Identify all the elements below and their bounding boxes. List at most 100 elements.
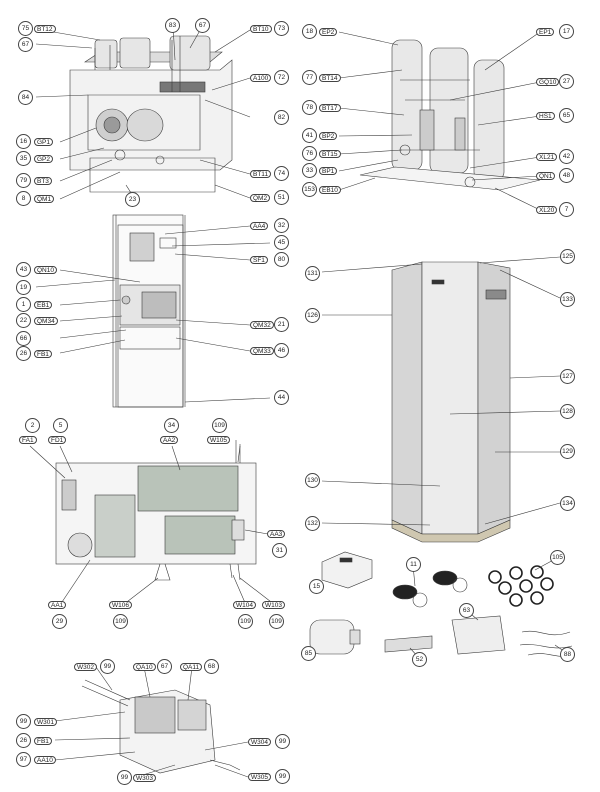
callout-number: 5 — [53, 418, 68, 433]
callout-number: 19 — [16, 280, 31, 295]
callout-number: 1 — [16, 297, 31, 312]
callout-label: QM1 — [34, 195, 55, 203]
callout-number: 126 — [305, 308, 320, 323]
callout-number: 32 — [274, 218, 289, 233]
callout-number: 73 — [274, 21, 289, 36]
callout-number: 109 — [238, 614, 253, 629]
callout-number: 43 — [16, 262, 31, 277]
callout-number: 67 — [195, 18, 210, 33]
callout-number: 88 — [560, 647, 575, 662]
callout-number: 23 — [125, 192, 140, 207]
compressor-module-drawing — [69, 35, 233, 193]
callout-label: EB10 — [319, 186, 341, 194]
callout-number: 99 — [117, 770, 132, 785]
callout-number: 131 — [305, 266, 320, 281]
callout-label: GP1 — [34, 138, 54, 146]
callout-number: 74 — [274, 166, 289, 181]
callout-number: 109 — [113, 614, 128, 629]
callout-label: HS1 — [536, 112, 555, 120]
callout-label: EP2 — [319, 28, 338, 36]
callout-number: 127 — [560, 369, 575, 384]
callout-label: W103 — [262, 601, 285, 609]
callout-number: 45 — [274, 235, 289, 250]
callout-number: 29 — [52, 614, 67, 629]
callout-number: 18 — [302, 24, 317, 39]
callout-number: 65 — [559, 108, 574, 123]
callout-number: 97 — [16, 752, 31, 767]
callout-number: 51 — [274, 190, 289, 205]
callout-label: BT11 — [250, 170, 272, 178]
callout-label: QM32 — [250, 321, 274, 329]
callout-number: 34 — [164, 418, 179, 433]
callout-label: EP1 — [536, 28, 555, 36]
callout-label: FA1 — [19, 436, 37, 444]
callout-number: 83 — [165, 18, 180, 33]
callout-label: W304 — [248, 738, 271, 746]
callout-label: W303 — [133, 774, 156, 782]
callout-label: AA3 — [267, 530, 286, 538]
callout-number: 99 — [100, 659, 115, 674]
callout-number: 99 — [275, 734, 290, 749]
callout-number: 42 — [559, 149, 574, 164]
callout-number: 41 — [302, 128, 317, 143]
callout-number: 2 — [25, 418, 40, 433]
callout-number: 22 — [16, 313, 31, 328]
callout-number: 26 — [16, 346, 31, 361]
callout-label: AA1 — [48, 601, 67, 609]
callout-number: 77 — [302, 70, 317, 85]
callout-number: 99 — [275, 769, 290, 784]
callout-label: SF1 — [250, 256, 268, 264]
callout-number: 85 — [301, 646, 316, 661]
callout-number: 76 — [302, 146, 317, 161]
callout-number: 21 — [274, 317, 289, 332]
callout-label: QM33 — [250, 347, 274, 355]
callout-label: W105 — [207, 436, 230, 444]
callout-number: 7 — [559, 202, 574, 217]
callout-number: 16 — [16, 134, 31, 149]
callout-label: QM2 — [250, 194, 271, 202]
callout-number: 109 — [212, 418, 227, 433]
heat-exchanger-drawing — [359, 39, 541, 191]
callout-number: 11 — [406, 557, 421, 572]
callout-number: 48 — [559, 168, 574, 183]
callout-label: W106 — [109, 601, 132, 609]
callout-number: 67 — [157, 659, 172, 674]
callout-number: 128 — [560, 404, 575, 419]
callout-number: 15 — [309, 579, 324, 594]
callout-label: QN10 — [34, 266, 57, 274]
callout-number: 26 — [16, 733, 31, 748]
callout-label: FB1 — [34, 350, 52, 358]
callout-label: BT17 — [319, 104, 341, 112]
callout-label: XL20 — [536, 206, 558, 214]
callout-number: 17 — [559, 24, 574, 39]
callout-label: XL21 — [536, 153, 558, 161]
callout-label: GQ10 — [536, 78, 560, 86]
callout-number: 79 — [16, 173, 31, 188]
callout-label: A100 — [250, 74, 272, 82]
callout-number: 63 — [459, 603, 474, 618]
callout-label: BT3 — [34, 177, 52, 185]
callout-label: FB1 — [34, 737, 52, 745]
callout-number: 75 — [18, 21, 33, 36]
callout-number: 130 — [305, 473, 320, 488]
callout-label: QN1 — [536, 172, 556, 180]
callout-label: AA10 — [34, 756, 56, 764]
callout-label: FD1 — [48, 436, 67, 444]
callout-number: 80 — [274, 252, 289, 267]
callout-number: 133 — [560, 292, 575, 307]
callout-label: BT15 — [319, 150, 341, 158]
callout-number: 105 — [550, 550, 565, 565]
callout-number: 52 — [412, 652, 427, 667]
callout-label: W305 — [248, 773, 271, 781]
callout-number: 33 — [302, 163, 317, 178]
callout-number: 82 — [274, 110, 289, 125]
callout-number: 134 — [560, 496, 575, 511]
callout-number: 78 — [302, 100, 317, 115]
callout-number: 27 — [559, 74, 574, 89]
callout-label: AA4 — [250, 222, 269, 230]
callout-number: 67 — [18, 37, 33, 52]
callout-label: BT14 — [319, 74, 341, 82]
callout-label: EB1 — [34, 301, 53, 309]
callout-number: 8 — [16, 191, 31, 206]
callout-label: AA2 — [160, 436, 179, 444]
